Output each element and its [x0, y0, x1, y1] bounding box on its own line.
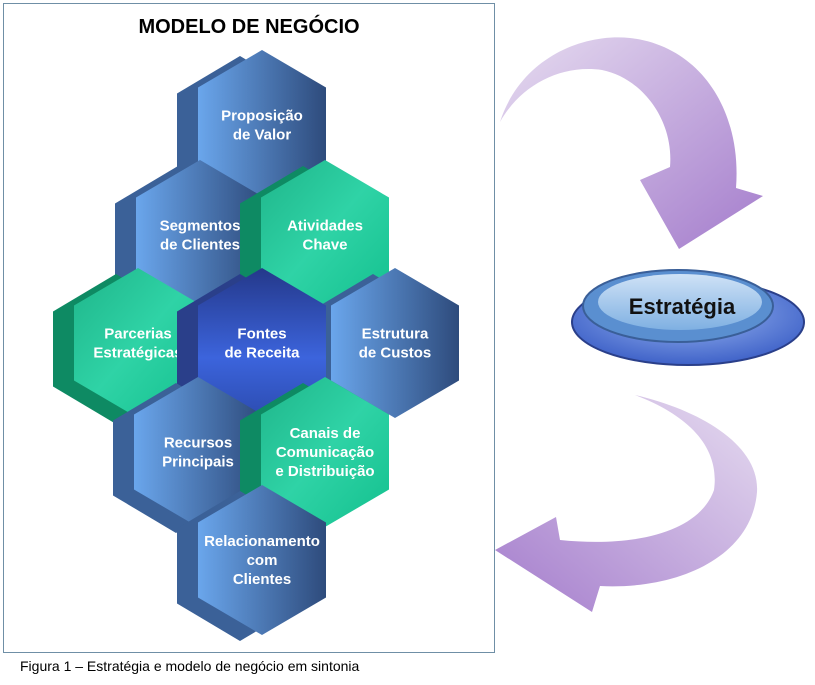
- arrow-to-strategy: [500, 37, 763, 249]
- hex-label: de Valor: [233, 127, 292, 144]
- hex-face: [134, 377, 262, 527]
- hex-label: Estratégicas: [93, 345, 182, 362]
- hex-estrutura-de-custos: Estrutura de Custos: [310, 268, 459, 424]
- strategy-label: Estratégia: [629, 294, 736, 319]
- hex-face: [261, 160, 389, 310]
- hex-face: [198, 485, 326, 635]
- hex-label: Relacionamento: [204, 533, 320, 550]
- hex-face: [136, 160, 264, 310]
- hex-segmentos-de-clientes: Segmentos de Clientes: [115, 160, 264, 316]
- strategy-button[interactable]: Estratégia: [571, 269, 805, 366]
- hex-label: de Receita: [224, 345, 300, 362]
- hex-label: Atividades: [287, 218, 363, 235]
- hex-label: Recursos: [164, 435, 232, 452]
- hex-label: Segmentos: [160, 218, 241, 235]
- hex-label: Principais: [162, 454, 234, 471]
- hex-label: Parcerias: [104, 326, 172, 343]
- diagram-title: MODELO DE NEGÓCIO: [138, 16, 360, 38]
- hex-face: [74, 268, 202, 418]
- hex-label: com: [247, 552, 278, 569]
- hex-label: de Custos: [359, 345, 432, 362]
- figure-caption: Figura 1 – Estratégia e modelo de negóci…: [20, 658, 360, 674]
- hex-face: [331, 268, 459, 418]
- hex-label: Clientes: [233, 571, 291, 588]
- hex-label: Fontes: [237, 326, 286, 343]
- hex-face: [198, 50, 326, 200]
- business-model-frame: [3, 3, 495, 653]
- hex-label: Chave: [302, 237, 347, 254]
- hex-face: [261, 377, 389, 527]
- hex-label: e Distribuição: [275, 463, 374, 480]
- hex-label: de Clientes: [160, 237, 240, 254]
- hex-label: Estrutura: [362, 326, 429, 343]
- hex-label: Comunicação: [276, 444, 374, 461]
- hex-label: Proposição: [221, 108, 303, 125]
- hex-label: Canais de: [290, 425, 361, 442]
- hex-face: [198, 268, 326, 418]
- arrow-from-strategy: [495, 395, 758, 612]
